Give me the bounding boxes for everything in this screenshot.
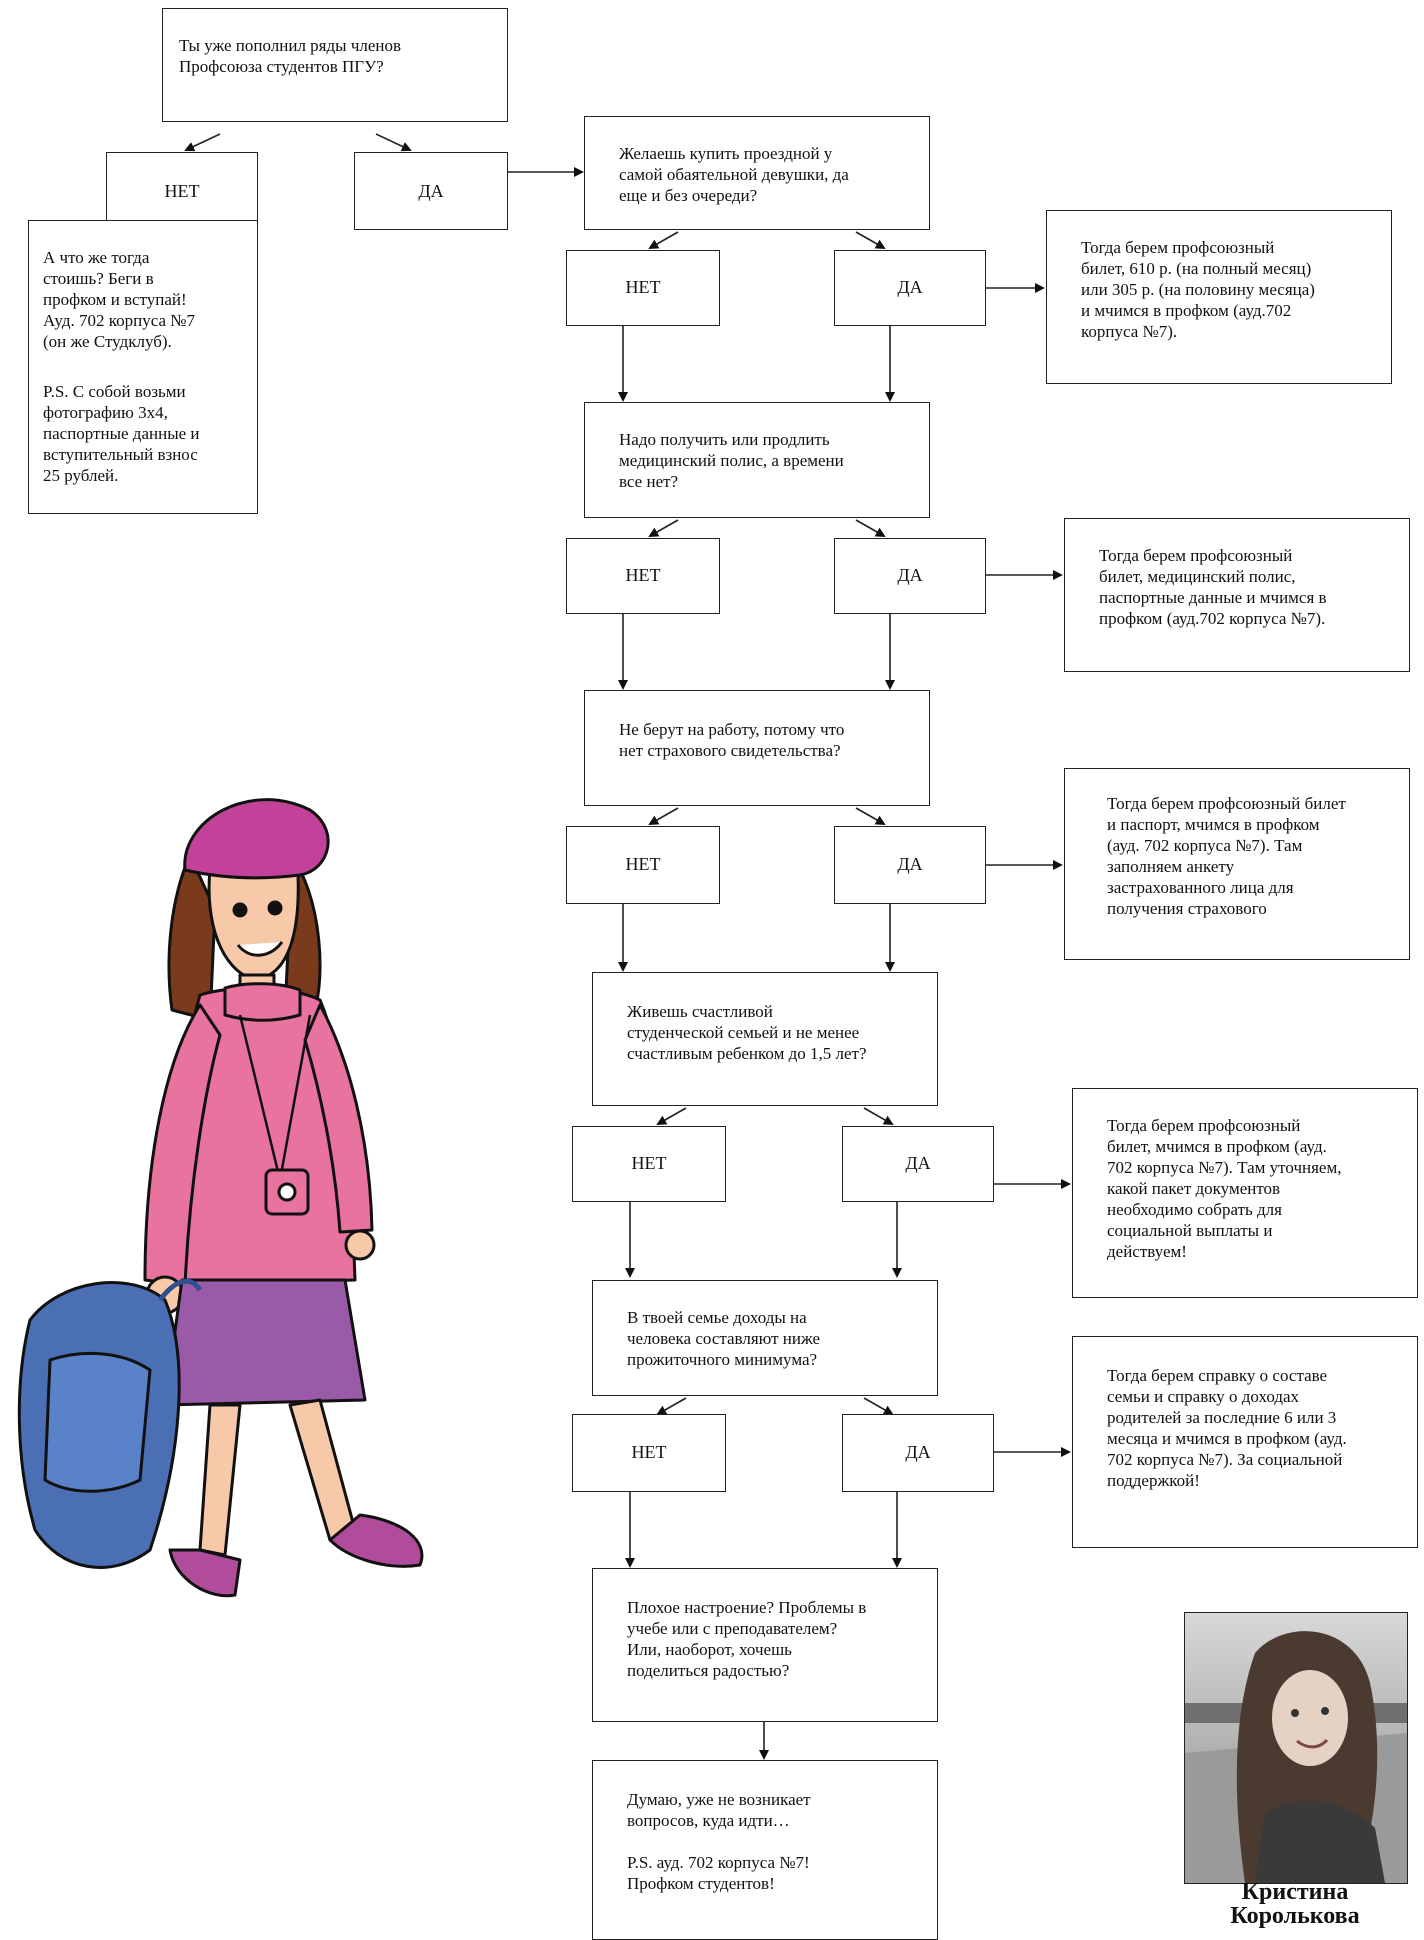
q4-yes-label: ДА [905,1153,931,1173]
author-name: Кристина Королькова [1230,1879,1360,1929]
q1-no-label: НЕТ [625,277,661,297]
join-instructions-ps: P.S. С собой возьми фотографию 3х4, пасп… [43,382,200,485]
question-box-1: Желаешь купить проездной у самой обаятел… [584,116,930,230]
question-text-5: В твоей семье доходы на человека составл… [627,1308,821,1369]
final-text: Думаю, уже не возникает вопросов, куда и… [627,1790,811,1893]
q5-no-label: НЕТ [631,1442,667,1462]
question-membership-box: Ты уже пополнил ряды членов Профсоюза ст… [162,8,508,122]
q3-yes-box: ДА [834,826,986,904]
q2-no-box: НЕТ [566,538,720,614]
q3-yes-label: ДА [897,854,923,874]
final-box: Думаю, уже не возникает вопросов, куда и… [592,1760,938,1940]
answer-no-box: НЕТ [106,152,258,230]
join-instructions-text: А что же тогда стоишь? Беги в профком и … [43,248,196,351]
answer-text-4: Тогда берем профсоюзный билет, мчимся в … [1107,1116,1342,1261]
answer-yes-box: ДА [354,152,508,230]
q4-yes-box: ДА [842,1126,994,1202]
q1-no-box: НЕТ [566,250,720,326]
answer-box-2: Тогда берем профсоюзный билет, медицинск… [1064,518,1410,672]
question-box-4: Живешь счастливой студенческой семьей и … [592,972,938,1106]
q2-no-label: НЕТ [625,565,661,585]
q4-no-label: НЕТ [631,1153,667,1173]
question-text-6: Плохое настроение? Проблемы в учебе или … [627,1598,867,1680]
q3-no-box: НЕТ [566,826,720,904]
answer-box-5: Тогда берем справку о составе семьи и сп… [1072,1336,1418,1548]
q1-yes-label: ДА [897,277,923,297]
question-box-2: Надо получить или продлить медицинский п… [584,402,930,518]
q2-yes-box: ДА [834,538,986,614]
q1-yes-box: ДА [834,250,986,326]
answer-box-3: Тогда берем профсоюзный билет и паспорт,… [1064,768,1410,960]
answer-no-label: НЕТ [164,181,200,201]
author-photo-frame [1184,1612,1408,1884]
answer-text-5: Тогда берем справку о составе семьи и сп… [1107,1366,1347,1490]
question-text-3: Не берут на работу, потому что нет страх… [619,720,845,760]
author-photo [1185,1613,1407,1883]
q5-yes-box: ДА [842,1414,994,1492]
question-membership-text: Ты уже пополнил ряды членов Профсоюза ст… [179,36,402,76]
question-text-4: Живешь счастливой студенческой семьей и … [627,1002,867,1063]
answer-box-1: Тогда берем профсоюзный билет, 610 р. (н… [1046,210,1392,384]
join-instructions-box: А что же тогда стоишь? Беги в профком и … [28,220,258,514]
question-box-3: Не берут на работу, потому что нет страх… [584,690,930,806]
q4-no-box: НЕТ [572,1126,726,1202]
question-text-1: Желаешь купить проездной у самой обаятел… [619,144,849,205]
q5-no-box: НЕТ [572,1414,726,1492]
q5-yes-label: ДА [905,1442,931,1462]
answer-box-4: Тогда берем профсоюзный билет, мчимся в … [1072,1088,1418,1298]
answer-text-2: Тогда берем профсоюзный билет, медицинск… [1099,546,1327,628]
q2-yes-label: ДА [897,565,923,585]
answer-text-3: Тогда берем профсоюзный билет и паспорт,… [1107,794,1346,918]
question-box-6: Плохое настроение? Проблемы в учебе или … [592,1568,938,1722]
question-box-5: В твоей семье доходы на человека составл… [592,1280,938,1396]
answer-yes-label: ДА [418,181,444,201]
girl-with-backpack-illustration [17,798,424,1598]
question-text-2: Надо получить или продлить медицинский п… [619,430,844,491]
q3-no-label: НЕТ [625,854,661,874]
answer-text-1: Тогда берем профсоюзный билет, 610 р. (н… [1081,238,1315,341]
